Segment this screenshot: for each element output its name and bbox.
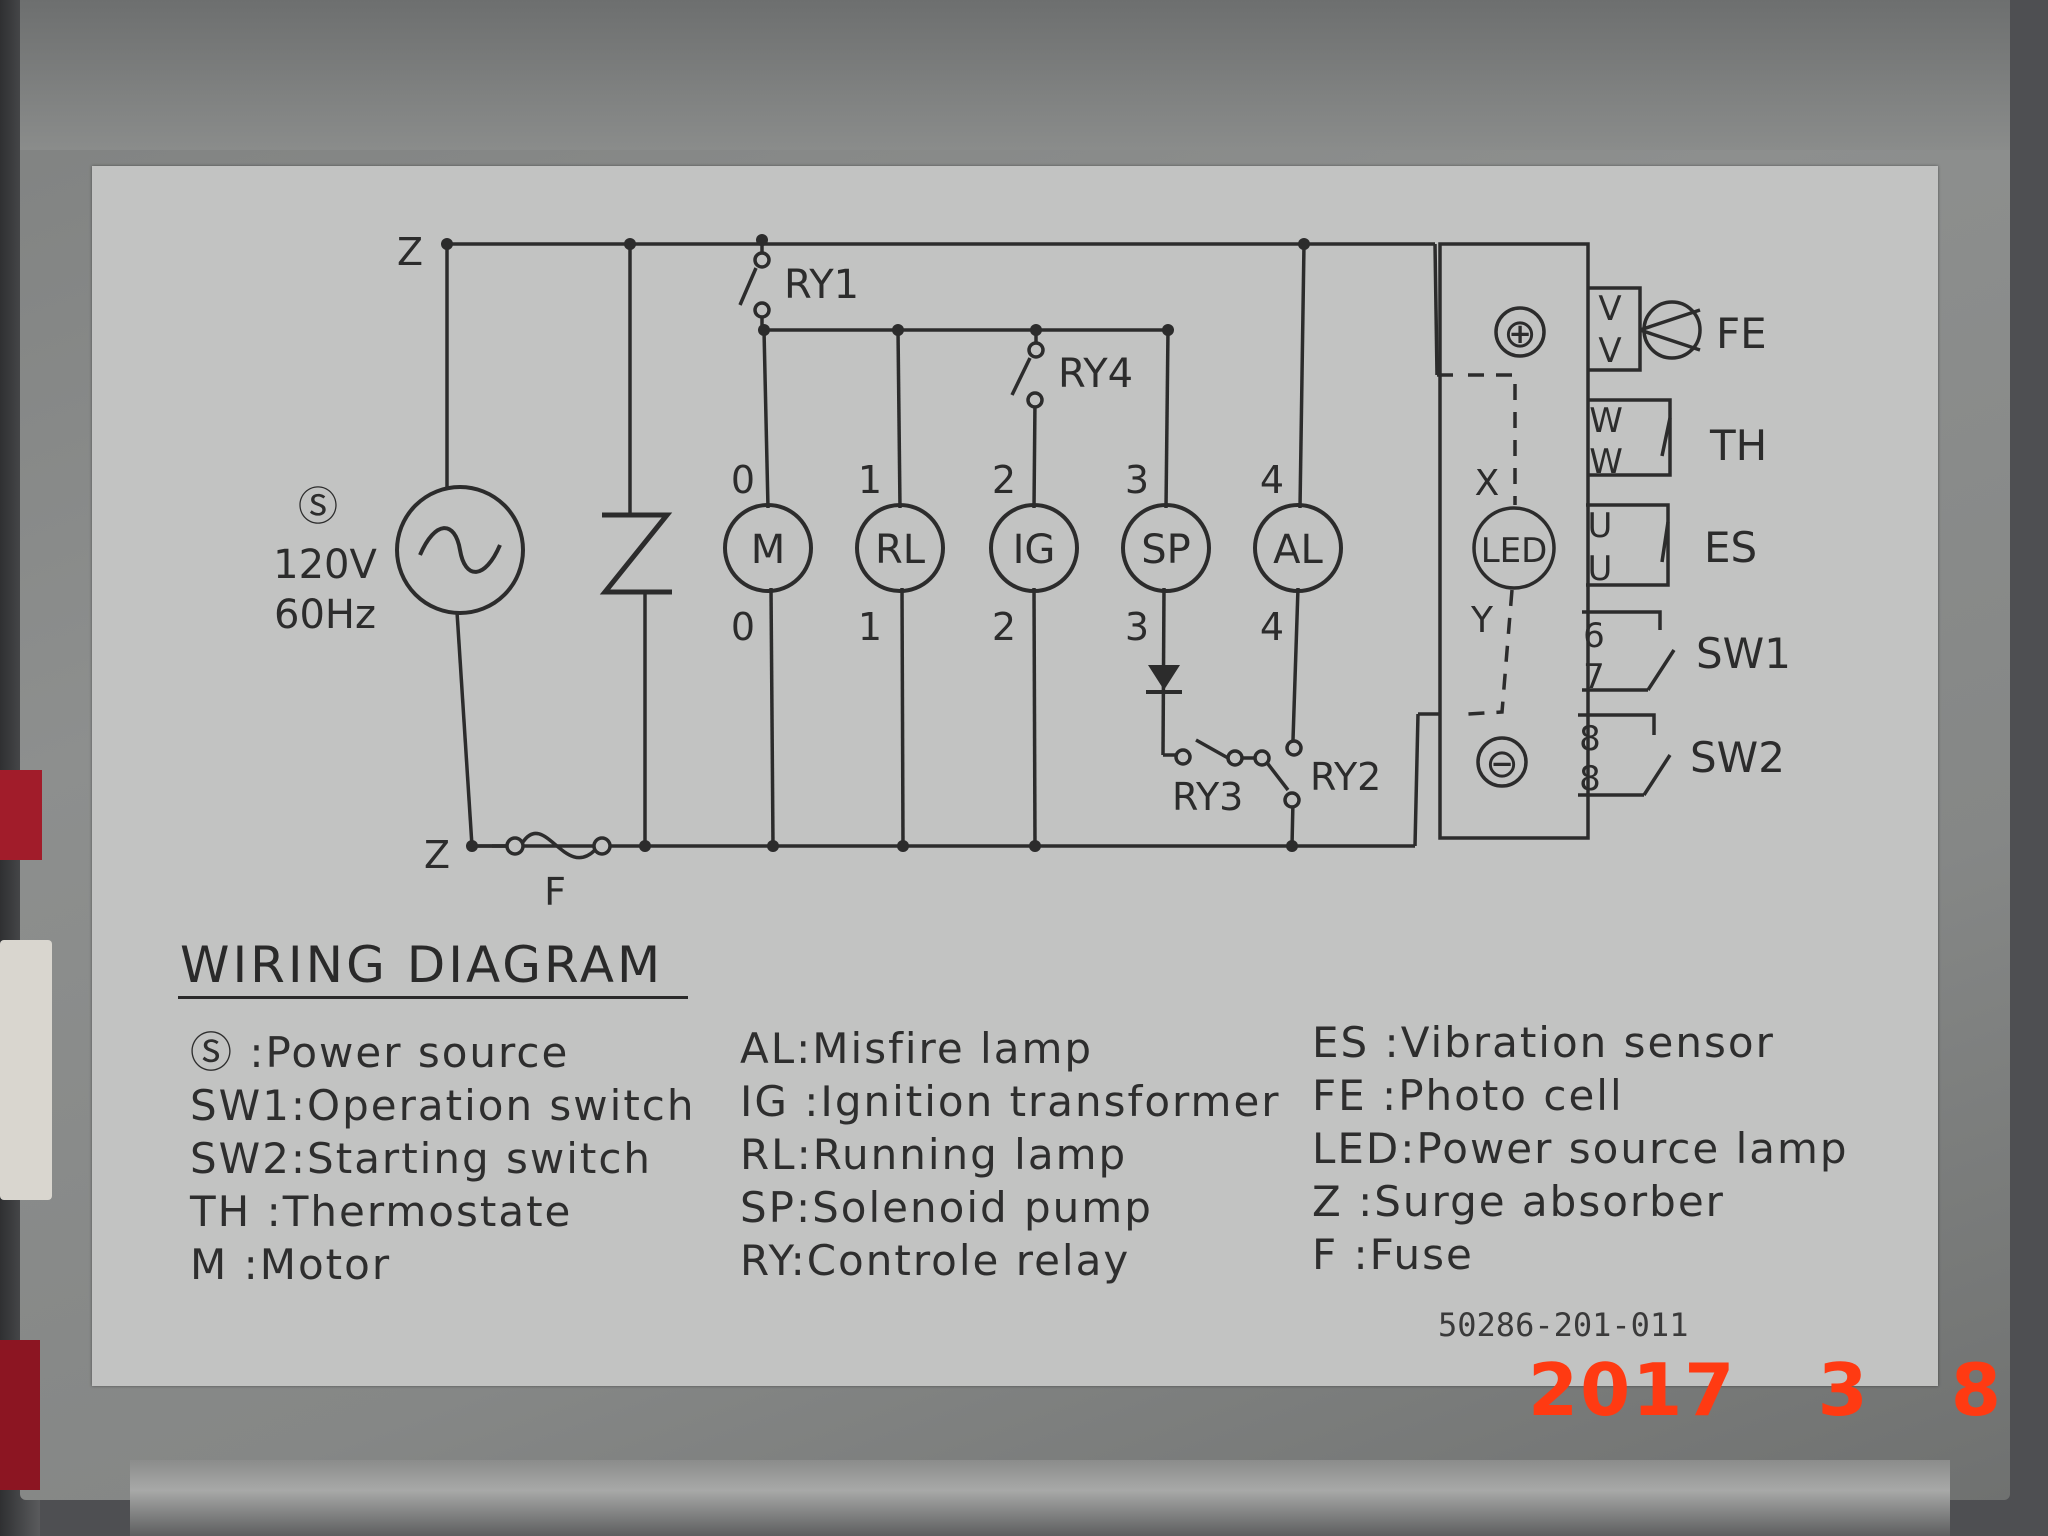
date-stamp: 2017 3 8	[1528, 1348, 2003, 1432]
legend-title-underline	[178, 996, 688, 999]
terminal-es-name: ES	[1704, 523, 1757, 572]
legend-column-1: Ⓢ :Power source SW1:Operation switch SW2…	[190, 1026, 696, 1291]
white-connector	[0, 940, 52, 1200]
component-rl-label: RL	[875, 527, 926, 573]
legend-item: SW2:Starting switch	[190, 1134, 653, 1183]
component-m-top-num: 0	[731, 458, 755, 502]
component-rl: RL 1 1	[855, 458, 945, 649]
legend-item: Z :Surge absorber	[1312, 1177, 1725, 1226]
component-sp-bottom-num: 3	[1125, 605, 1149, 649]
legend-column-3: ES :Vibration sensor FE :Photo cell LED:…	[1312, 1016, 1849, 1281]
terminal-sw1-a: 6	[1583, 616, 1605, 656]
component-al-top-num: 4	[1260, 458, 1284, 502]
legend-item: ES :Vibration sensor	[1312, 1018, 1775, 1067]
component-m-label: M	[751, 527, 786, 573]
legend-item: IG :Ignition transformer	[740, 1077, 1281, 1126]
terminal-brackets	[1578, 286, 1702, 797]
legend-item: AL:Misfire lamp	[740, 1024, 1094, 1073]
red-wire-connector-lower	[0, 1340, 40, 1490]
source-symbol-label: Ⓢ	[298, 484, 338, 530]
relay-ry1-switch	[738, 251, 771, 319]
relay-ry4-label: RY4	[1058, 351, 1133, 397]
terminal-th-name: TH	[1709, 421, 1767, 470]
legend-item: FE :Photo cell	[1312, 1071, 1624, 1120]
terminal-es-b: U	[1588, 549, 1613, 589]
legend-column-2: AL:Misfire lamp IG :Ignition transformer…	[740, 1022, 1281, 1287]
relay-ry1-label: RY1	[784, 262, 859, 308]
terminal-sw2-name: SW2	[1690, 733, 1785, 782]
component-m: M 0 0	[723, 458, 813, 649]
terminal-sw2-a: 8	[1579, 719, 1601, 759]
part-number: 50286-201-011	[1438, 1306, 1689, 1344]
diode-symbol	[1146, 665, 1182, 694]
legend-item: M :Motor	[190, 1240, 392, 1289]
surge-absorber-symbol	[599, 512, 673, 595]
source-voltage-label: 120V	[273, 542, 377, 588]
fuse-label: F	[544, 870, 566, 914]
component-sp-top-num: 3	[1125, 458, 1149, 502]
component-sp-label: SP	[1141, 527, 1191, 573]
relay-ry3-switch	[1174, 738, 1244, 767]
node-z-top-label: Z	[397, 230, 423, 274]
legend-item: LED:Power source lamp	[1312, 1124, 1849, 1173]
terminal-sw2-b: 8	[1579, 759, 1601, 799]
housing-bottom-rim	[130, 1460, 1950, 1536]
relay-ry2-label: RY2	[1310, 755, 1381, 799]
power-source-symbol	[395, 485, 525, 615]
relay-ry4-switch	[1010, 341, 1045, 409]
legend-item: SP:Solenoid pump	[740, 1183, 1153, 1232]
legend-item: Ⓢ :Power source	[190, 1028, 570, 1077]
led-y-label: Y	[1470, 600, 1494, 641]
fuse-symbol	[472, 831, 612, 860]
component-m-bottom-num: 0	[731, 605, 755, 649]
component-ig-bottom-num: 2	[992, 605, 1016, 649]
component-sp: SP 3 3	[1121, 458, 1211, 649]
terminal-fe-b: V	[1598, 331, 1621, 371]
terminal-fe-name: FE	[1716, 309, 1767, 358]
led-plus-terminal: ⊕	[1503, 311, 1537, 357]
terminal-block	[1438, 242, 1590, 840]
legend-item: RY:Controle relay	[740, 1236, 1131, 1285]
relay-ry2-switch	[1242, 739, 1303, 809]
terminal-es-a: U	[1588, 506, 1613, 546]
component-ig: IG 2 2	[989, 458, 1079, 649]
red-wire-connector	[0, 770, 42, 860]
relay-ry3-label: RY3	[1172, 775, 1243, 819]
component-al-label: AL	[1273, 527, 1323, 573]
legend-item: TH :Thermostate	[190, 1187, 573, 1236]
terminal-labels: V V W W U U 6 7 8 8	[1579, 289, 1623, 799]
component-rl-top-num: 1	[858, 458, 882, 502]
legend-item: RL:Running lamp	[740, 1130, 1128, 1179]
housing-top-shade	[20, 0, 2010, 150]
legend-item: F :Fuse	[1312, 1230, 1474, 1279]
terminal-th-a: W	[1589, 401, 1623, 441]
component-rl-bottom-num: 1	[858, 605, 882, 649]
component-ig-label: IG	[1013, 527, 1056, 573]
led-label: LED	[1481, 531, 1548, 571]
terminal-sw1-b: 7	[1583, 657, 1605, 697]
component-al-bottom-num: 4	[1260, 605, 1284, 649]
terminal-th-b: W	[1589, 442, 1623, 482]
terminal-names: FE TH ES SW1 SW2	[1690, 309, 1791, 782]
source-frequency-label: 60Hz	[274, 592, 376, 638]
legend-title: WIRING DIAGRAM	[180, 936, 664, 994]
led-x-label: X	[1475, 463, 1500, 504]
legend-item: SW1:Operation switch	[190, 1081, 696, 1130]
led-minus-terminal: ⊖	[1485, 741, 1519, 787]
node-z-bottom-label: Z	[424, 833, 450, 877]
junction-dots	[441, 234, 1310, 852]
component-ig-top-num: 2	[992, 458, 1016, 502]
terminal-fe-a: V	[1598, 289, 1621, 329]
terminal-sw1-name: SW1	[1696, 629, 1791, 678]
component-al: AL 4 4	[1253, 458, 1343, 649]
